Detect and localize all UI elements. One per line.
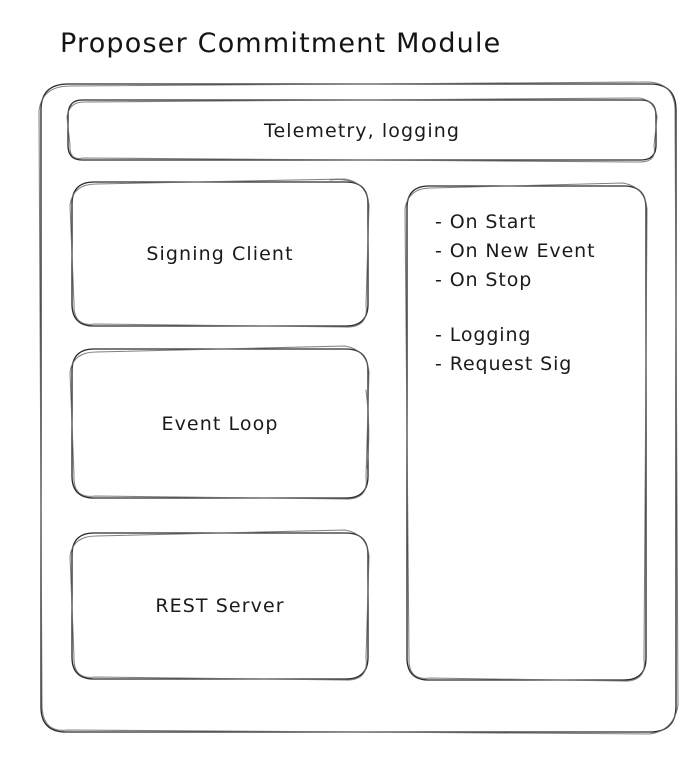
list-item: - Logging <box>435 324 532 346</box>
rest-server-box[interactable]: REST Server <box>72 533 368 679</box>
list-item: - On New Event <box>435 240 596 262</box>
event-loop-box[interactable]: Event Loop <box>72 349 368 498</box>
rest-server-label: REST Server <box>155 595 285 617</box>
list-group-separator <box>435 295 635 321</box>
list-item: - On Start <box>435 211 537 233</box>
page-title: Proposer Commitment Module <box>60 28 502 59</box>
signing-client-label: Signing Client <box>146 243 294 265</box>
list-item: - On Stop <box>435 269 533 291</box>
list-item: - Request Sig <box>435 353 573 375</box>
operations-list: - On Start - On New Event - On Stop - Lo… <box>435 208 635 379</box>
signing-client-box[interactable]: Signing Client <box>72 182 368 326</box>
telemetry-logging-box[interactable]: Telemetry, logging <box>68 100 656 161</box>
event-loop-label: Event Loop <box>161 412 279 435</box>
telemetry-logging-label: Telemetry, logging <box>263 119 461 142</box>
operations-panel[interactable]: - On Start - On New Event - On Stop - Lo… <box>407 186 646 680</box>
